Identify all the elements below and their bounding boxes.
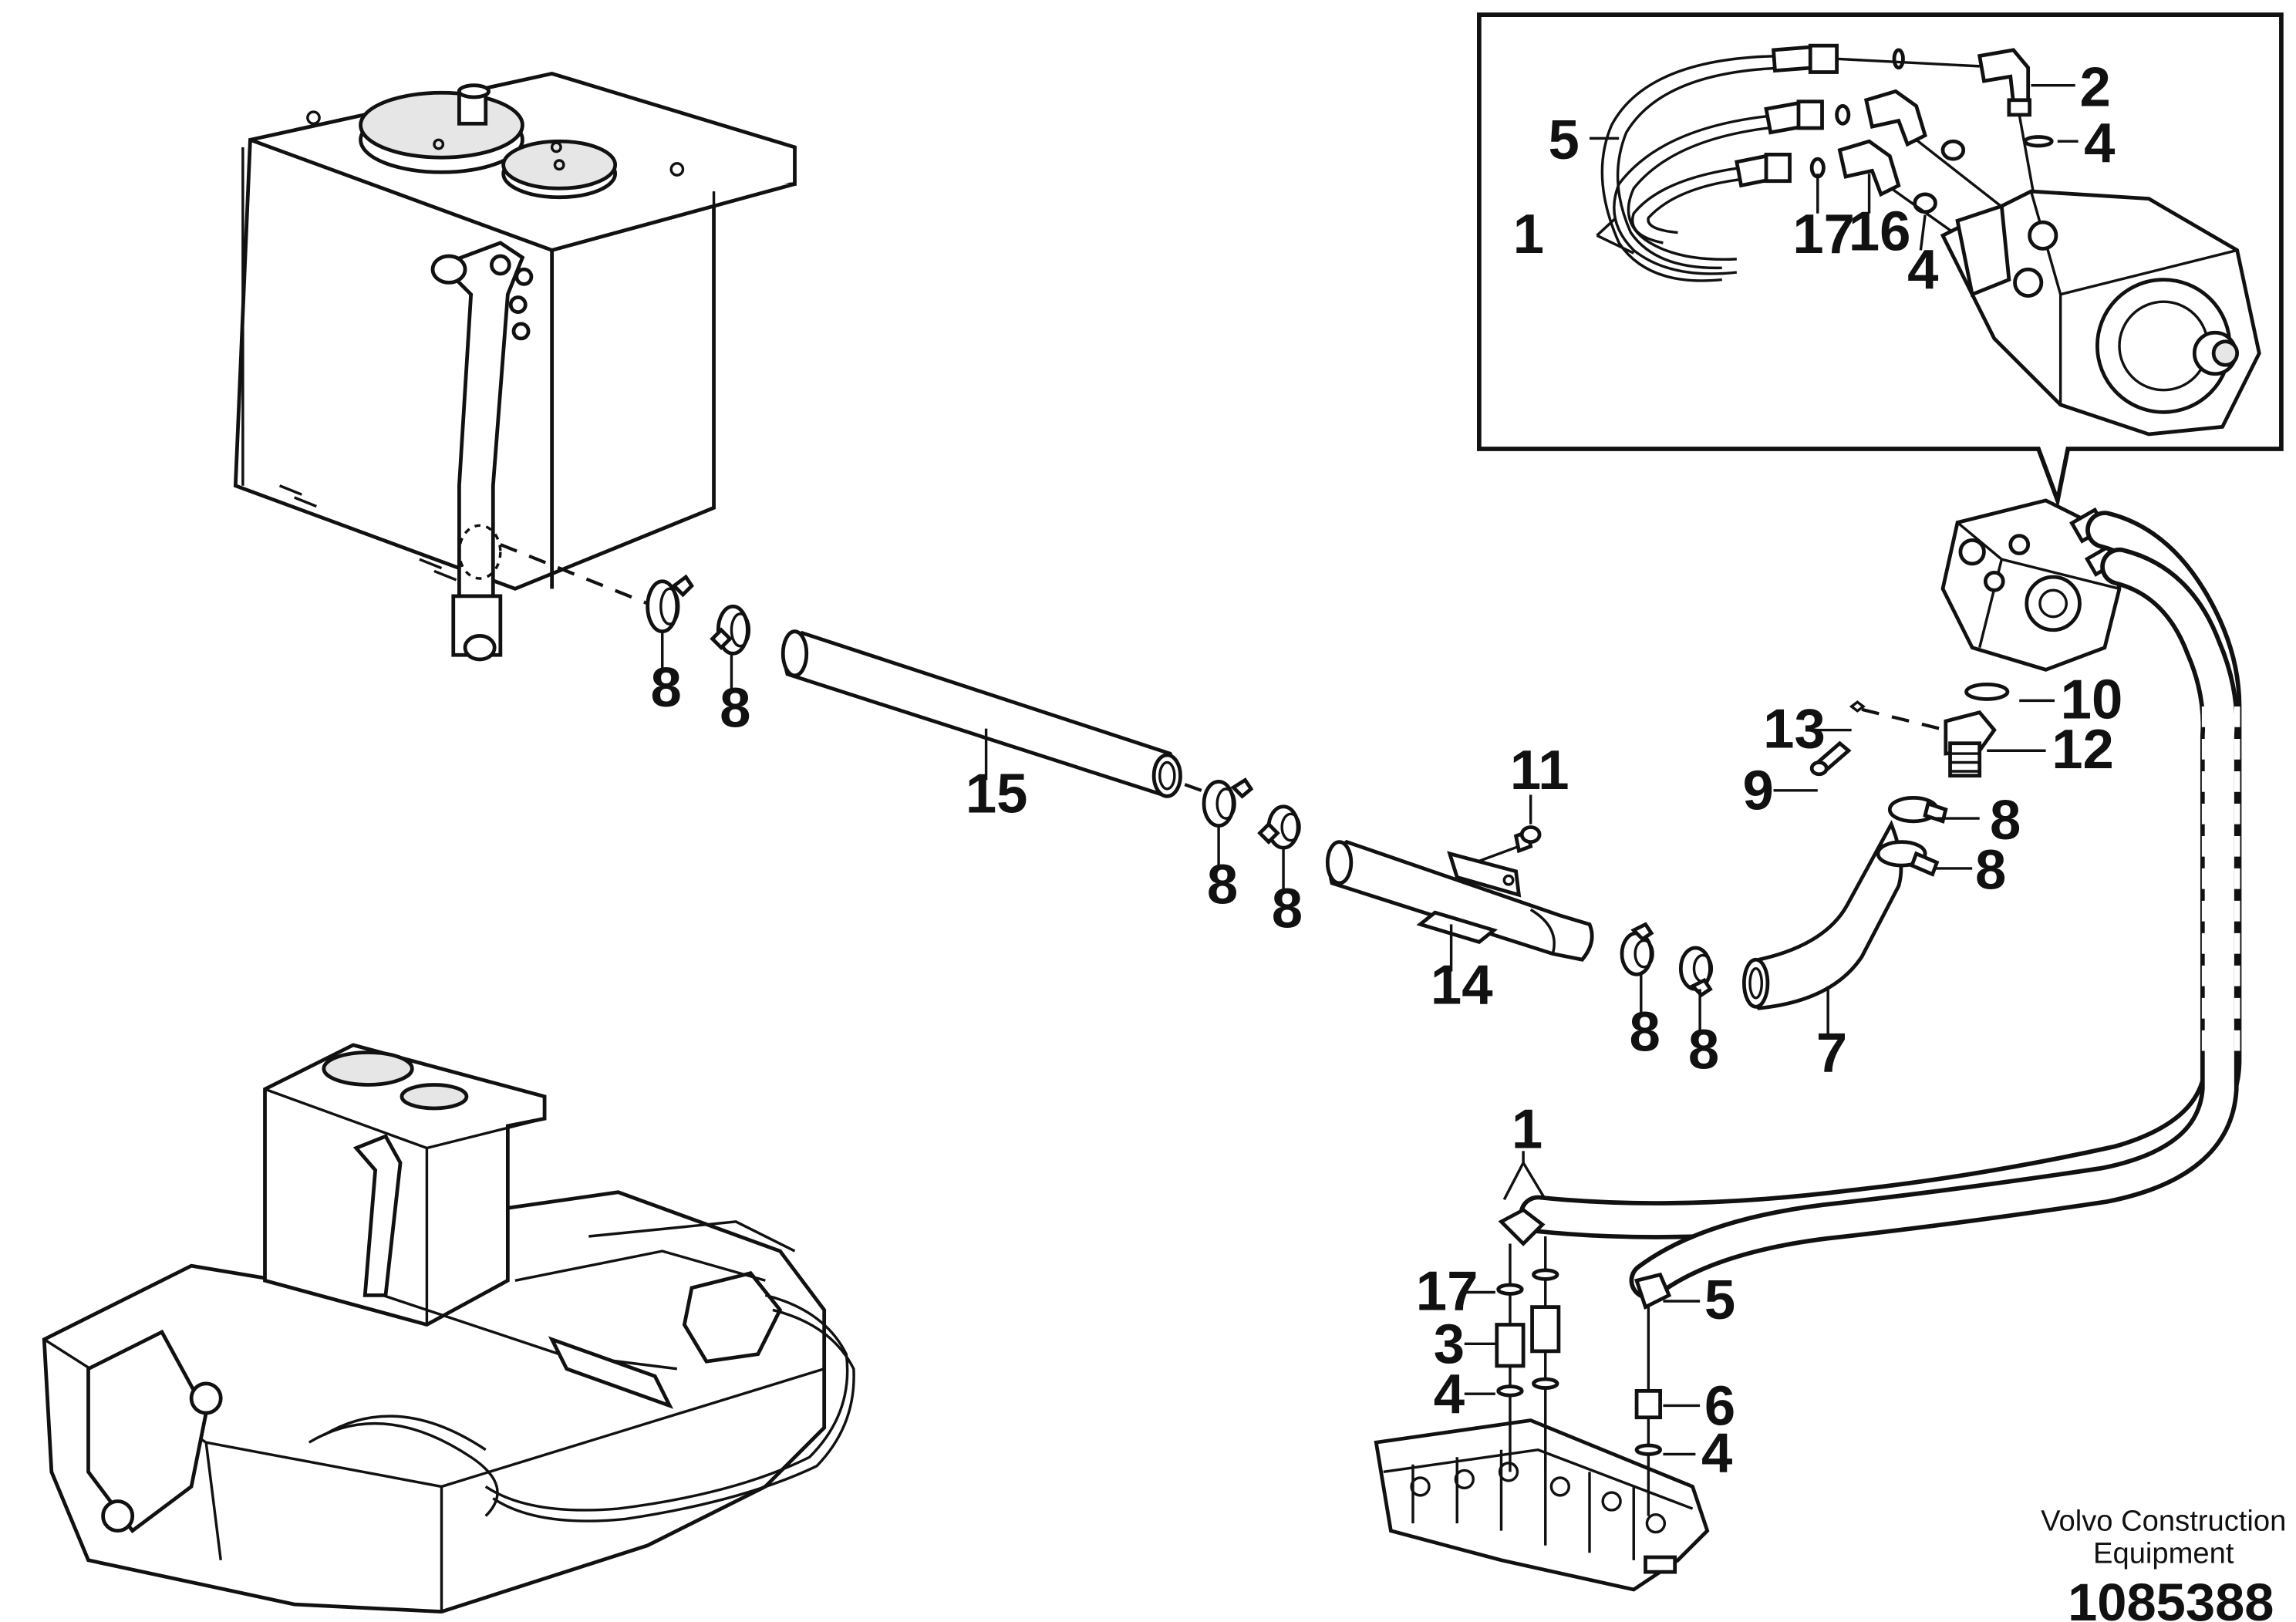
callout-8: 8 bbox=[650, 656, 681, 719]
callout-9: 9 bbox=[1742, 760, 1773, 822]
hose-clamp bbox=[1678, 946, 1714, 998]
detail-inset bbox=[1477, 12, 2284, 509]
callout-13: 13 bbox=[1763, 697, 1826, 760]
callout-7: 7 bbox=[1816, 1021, 1847, 1084]
callout-8: 8 bbox=[1688, 1018, 1719, 1081]
callout-8: 8 bbox=[1630, 1001, 1660, 1064]
callout-11: 11 bbox=[1510, 739, 1569, 801]
callout-16: 16 bbox=[1849, 200, 1911, 262]
callout-4: 4 bbox=[1434, 1363, 1465, 1425]
callout-8: 8 bbox=[1272, 877, 1303, 939]
callout-1: 1 bbox=[1513, 203, 1544, 265]
suction-pipe bbox=[430, 241, 534, 662]
elbow-hose bbox=[1741, 820, 1903, 1010]
assembly-line bbox=[500, 543, 649, 605]
credit-block: Volvo Construction Equipment 1085388 bbox=[2041, 1505, 2286, 1622]
callout-6: 6 bbox=[1704, 1374, 1735, 1437]
hose-clamp bbox=[1202, 777, 1254, 828]
hose-clamp bbox=[710, 604, 751, 656]
hose-clamp bbox=[1620, 922, 1654, 976]
washer bbox=[1849, 700, 1866, 713]
callout-2: 2 bbox=[2079, 56, 2110, 118]
screw bbox=[1809, 740, 1852, 777]
hose-clamp bbox=[1257, 804, 1301, 850]
hose-clamp bbox=[1887, 795, 1948, 824]
suction-tube-with-bracket bbox=[1325, 839, 1594, 962]
callout-5: 5 bbox=[1704, 1269, 1735, 1331]
callout-15: 15 bbox=[966, 762, 1028, 824]
fittings-stack bbox=[1495, 1207, 1672, 1516]
callout-8: 8 bbox=[1990, 789, 2021, 851]
leader-lines bbox=[661, 83, 2079, 1456]
callout-10: 10 bbox=[2061, 668, 2123, 730]
callout-labels: 1 2 4 5 17 16 4 8 8 15 8 8 11 14 8 8 7 1… bbox=[650, 56, 2122, 1484]
callout-1: 1 bbox=[1512, 1098, 1542, 1161]
callout-4: 4 bbox=[2084, 112, 2115, 174]
callout-4: 4 bbox=[1701, 1421, 1732, 1484]
machine-overview bbox=[42, 1043, 855, 1614]
hose-clamp bbox=[646, 574, 694, 634]
callout-8: 8 bbox=[1975, 839, 2006, 902]
hose-clamp bbox=[1876, 840, 1940, 877]
callout-17: 17 bbox=[1792, 203, 1855, 265]
callout-12: 12 bbox=[2052, 718, 2114, 781]
o-ring bbox=[1964, 682, 2010, 701]
control-valve bbox=[1374, 1418, 1710, 1592]
callout-3: 3 bbox=[1434, 1313, 1465, 1375]
bolt bbox=[1478, 825, 1542, 862]
callout-14: 14 bbox=[1431, 953, 1493, 1016]
suction-flange bbox=[1944, 710, 1997, 778]
suction-hose bbox=[781, 629, 1182, 798]
callout-8: 8 bbox=[720, 677, 750, 740]
assembly-line bbox=[1861, 707, 1947, 732]
pressure-hoses bbox=[1519, 511, 2242, 1300]
document-number: 1085388 bbox=[2068, 1573, 2274, 1622]
callout-17: 17 bbox=[1416, 1259, 1478, 1322]
credit-line-1: Volvo Construction bbox=[2041, 1505, 2286, 1538]
callout-4: 4 bbox=[1907, 238, 1938, 301]
callout-8: 8 bbox=[1207, 854, 1238, 916]
credit-line-2: Equipment bbox=[2093, 1537, 2234, 1570]
callout-5: 5 bbox=[1549, 109, 1580, 171]
